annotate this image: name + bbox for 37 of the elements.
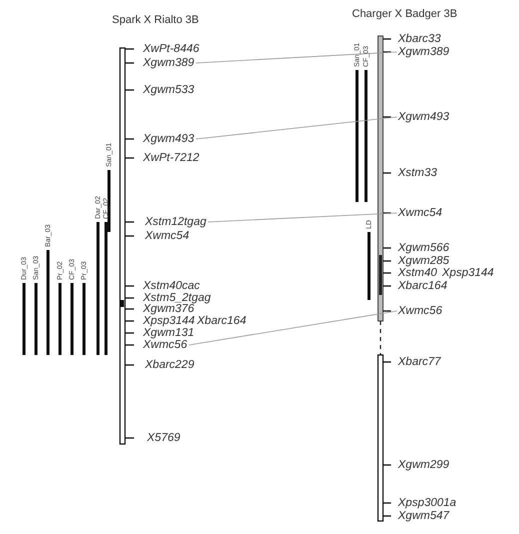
marker-name: XwPt-8446 — [143, 43, 200, 55]
marker-name: Xgwm493 — [398, 111, 450, 123]
marker-name: Xgwm533 — [143, 84, 194, 96]
map-title: Charger X Badger 3B — [352, 8, 458, 20]
marker-name: Xwmc54 — [398, 207, 442, 219]
marker-name: Xgwm285 — [398, 255, 450, 267]
marker-name: Xgwm566 — [398, 242, 450, 254]
marker-name: Xgwm389 — [398, 46, 450, 58]
marker-name: Xgwm493 — [143, 133, 194, 145]
marker-name: Xwmc56 — [398, 305, 442, 317]
marker-name: XwPt-7212 — [143, 152, 200, 164]
marker-name: Xgwm299 — [398, 459, 450, 471]
marker-name: Xwmc54 — [145, 230, 190, 242]
marker-name: Xbarc77 — [398, 356, 441, 368]
connector-line — [196, 116, 398, 140]
marker-name: Xgwm547 — [398, 510, 450, 522]
marker-name: Xstm40cac — [143, 280, 200, 292]
marker-name: Xpsp3001a — [398, 497, 456, 509]
marker-name: X5769 — [147, 432, 180, 444]
marker-name: Xpsp3144 — [143, 315, 195, 327]
connector-line — [196, 52, 398, 64]
marker-name: Xstm12tgag — [145, 216, 206, 228]
marker-name: Xgwm389 — [143, 57, 194, 69]
marker-name: Xbarc229 — [145, 359, 194, 371]
map-title: Spark X Rialto 3B — [112, 14, 199, 26]
marker-name: Xgwm131 — [143, 327, 194, 339]
marker-name: Xwmc56 — [143, 339, 188, 351]
marker-name: Xbarc164 — [398, 280, 448, 292]
marker-name: Xstm40 — [398, 267, 437, 279]
connector-line — [188, 310, 398, 346]
marker-name: Xstm33 — [398, 167, 437, 179]
connector-line — [208, 212, 398, 222]
marker-name: Xgwm376 — [143, 303, 194, 315]
marker-name: Xbarc164 — [197, 315, 246, 327]
marker-name: Xbarc33 — [398, 33, 441, 45]
marker-name: Xstm5_2tgag — [143, 292, 211, 304]
marker-name: Xpsp3144 — [442, 267, 494, 279]
